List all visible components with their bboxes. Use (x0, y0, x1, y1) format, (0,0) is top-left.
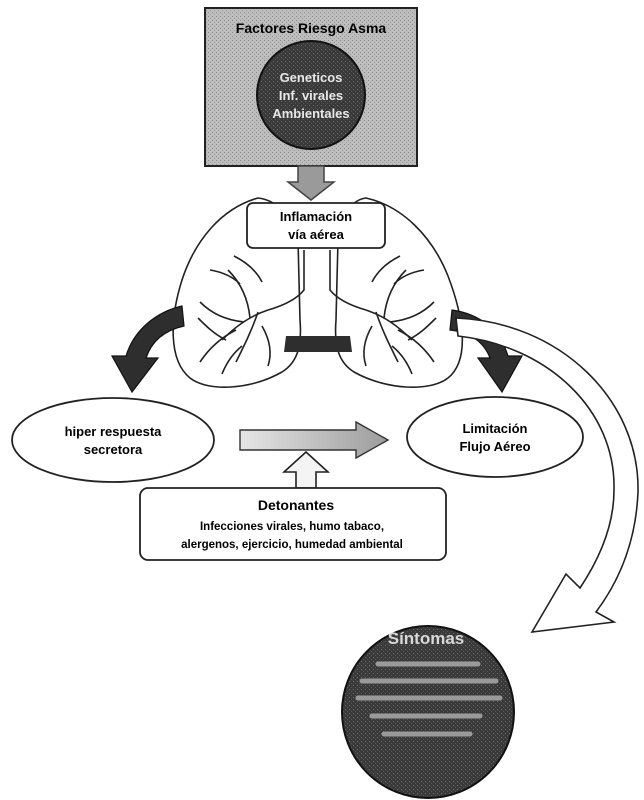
symptoms-node: Síntomas (341, 625, 515, 799)
risk-factors-circle (256, 40, 366, 150)
arrow-triggers-up (281, 450, 331, 489)
inflammation-box: Inflamación vía aérea (246, 202, 386, 249)
curved-arrow-to-symptoms (455, 317, 639, 633)
triggers-item: alergenos, ejercicio, humedad ambiental (181, 539, 403, 551)
dark-band (284, 336, 352, 352)
lungs-illustration (172, 197, 464, 388)
risk-factor-item: Geneticos (280, 70, 343, 85)
risk-factors-box: Factores Riesgo Asma Geneticos Inf. vira… (204, 7, 418, 167)
hyper-response-label: hiper respuesta (65, 424, 163, 439)
airflow-limitation-node: Limitación Flujo Aéreo (406, 396, 584, 478)
down-arrow-risk-to-inflammation (285, 165, 337, 201)
risk-factor-item: Ambientales (272, 106, 349, 121)
arrow-hyper-to-limitation (239, 420, 390, 460)
airflow-limitation-label: Flujo Aéreo (459, 439, 530, 454)
symptoms-illegible-text (355, 661, 503, 737)
triggers-title: Detonantes (258, 497, 334, 513)
symptoms-title: Síntomas (388, 629, 465, 648)
hyper-response-node: hiper respuesta secretora (11, 397, 215, 483)
curved-arrow-to-hyper-response (110, 305, 185, 394)
triggers-box: Detonantes Infecciones virales, humo tab… (139, 487, 447, 561)
airflow-limitation-label: Limitación (462, 421, 527, 436)
hyper-response-label: secretora (84, 442, 143, 457)
inflammation-label: Inflamación (280, 209, 352, 224)
risk-factors-title: Factores Riesgo Asma (236, 20, 387, 36)
triggers-item: Infecciones virales, humo tabaco, (200, 521, 384, 533)
inflammation-label: vía aérea (288, 227, 344, 242)
risk-factor-item: Inf. virales (279, 88, 343, 103)
